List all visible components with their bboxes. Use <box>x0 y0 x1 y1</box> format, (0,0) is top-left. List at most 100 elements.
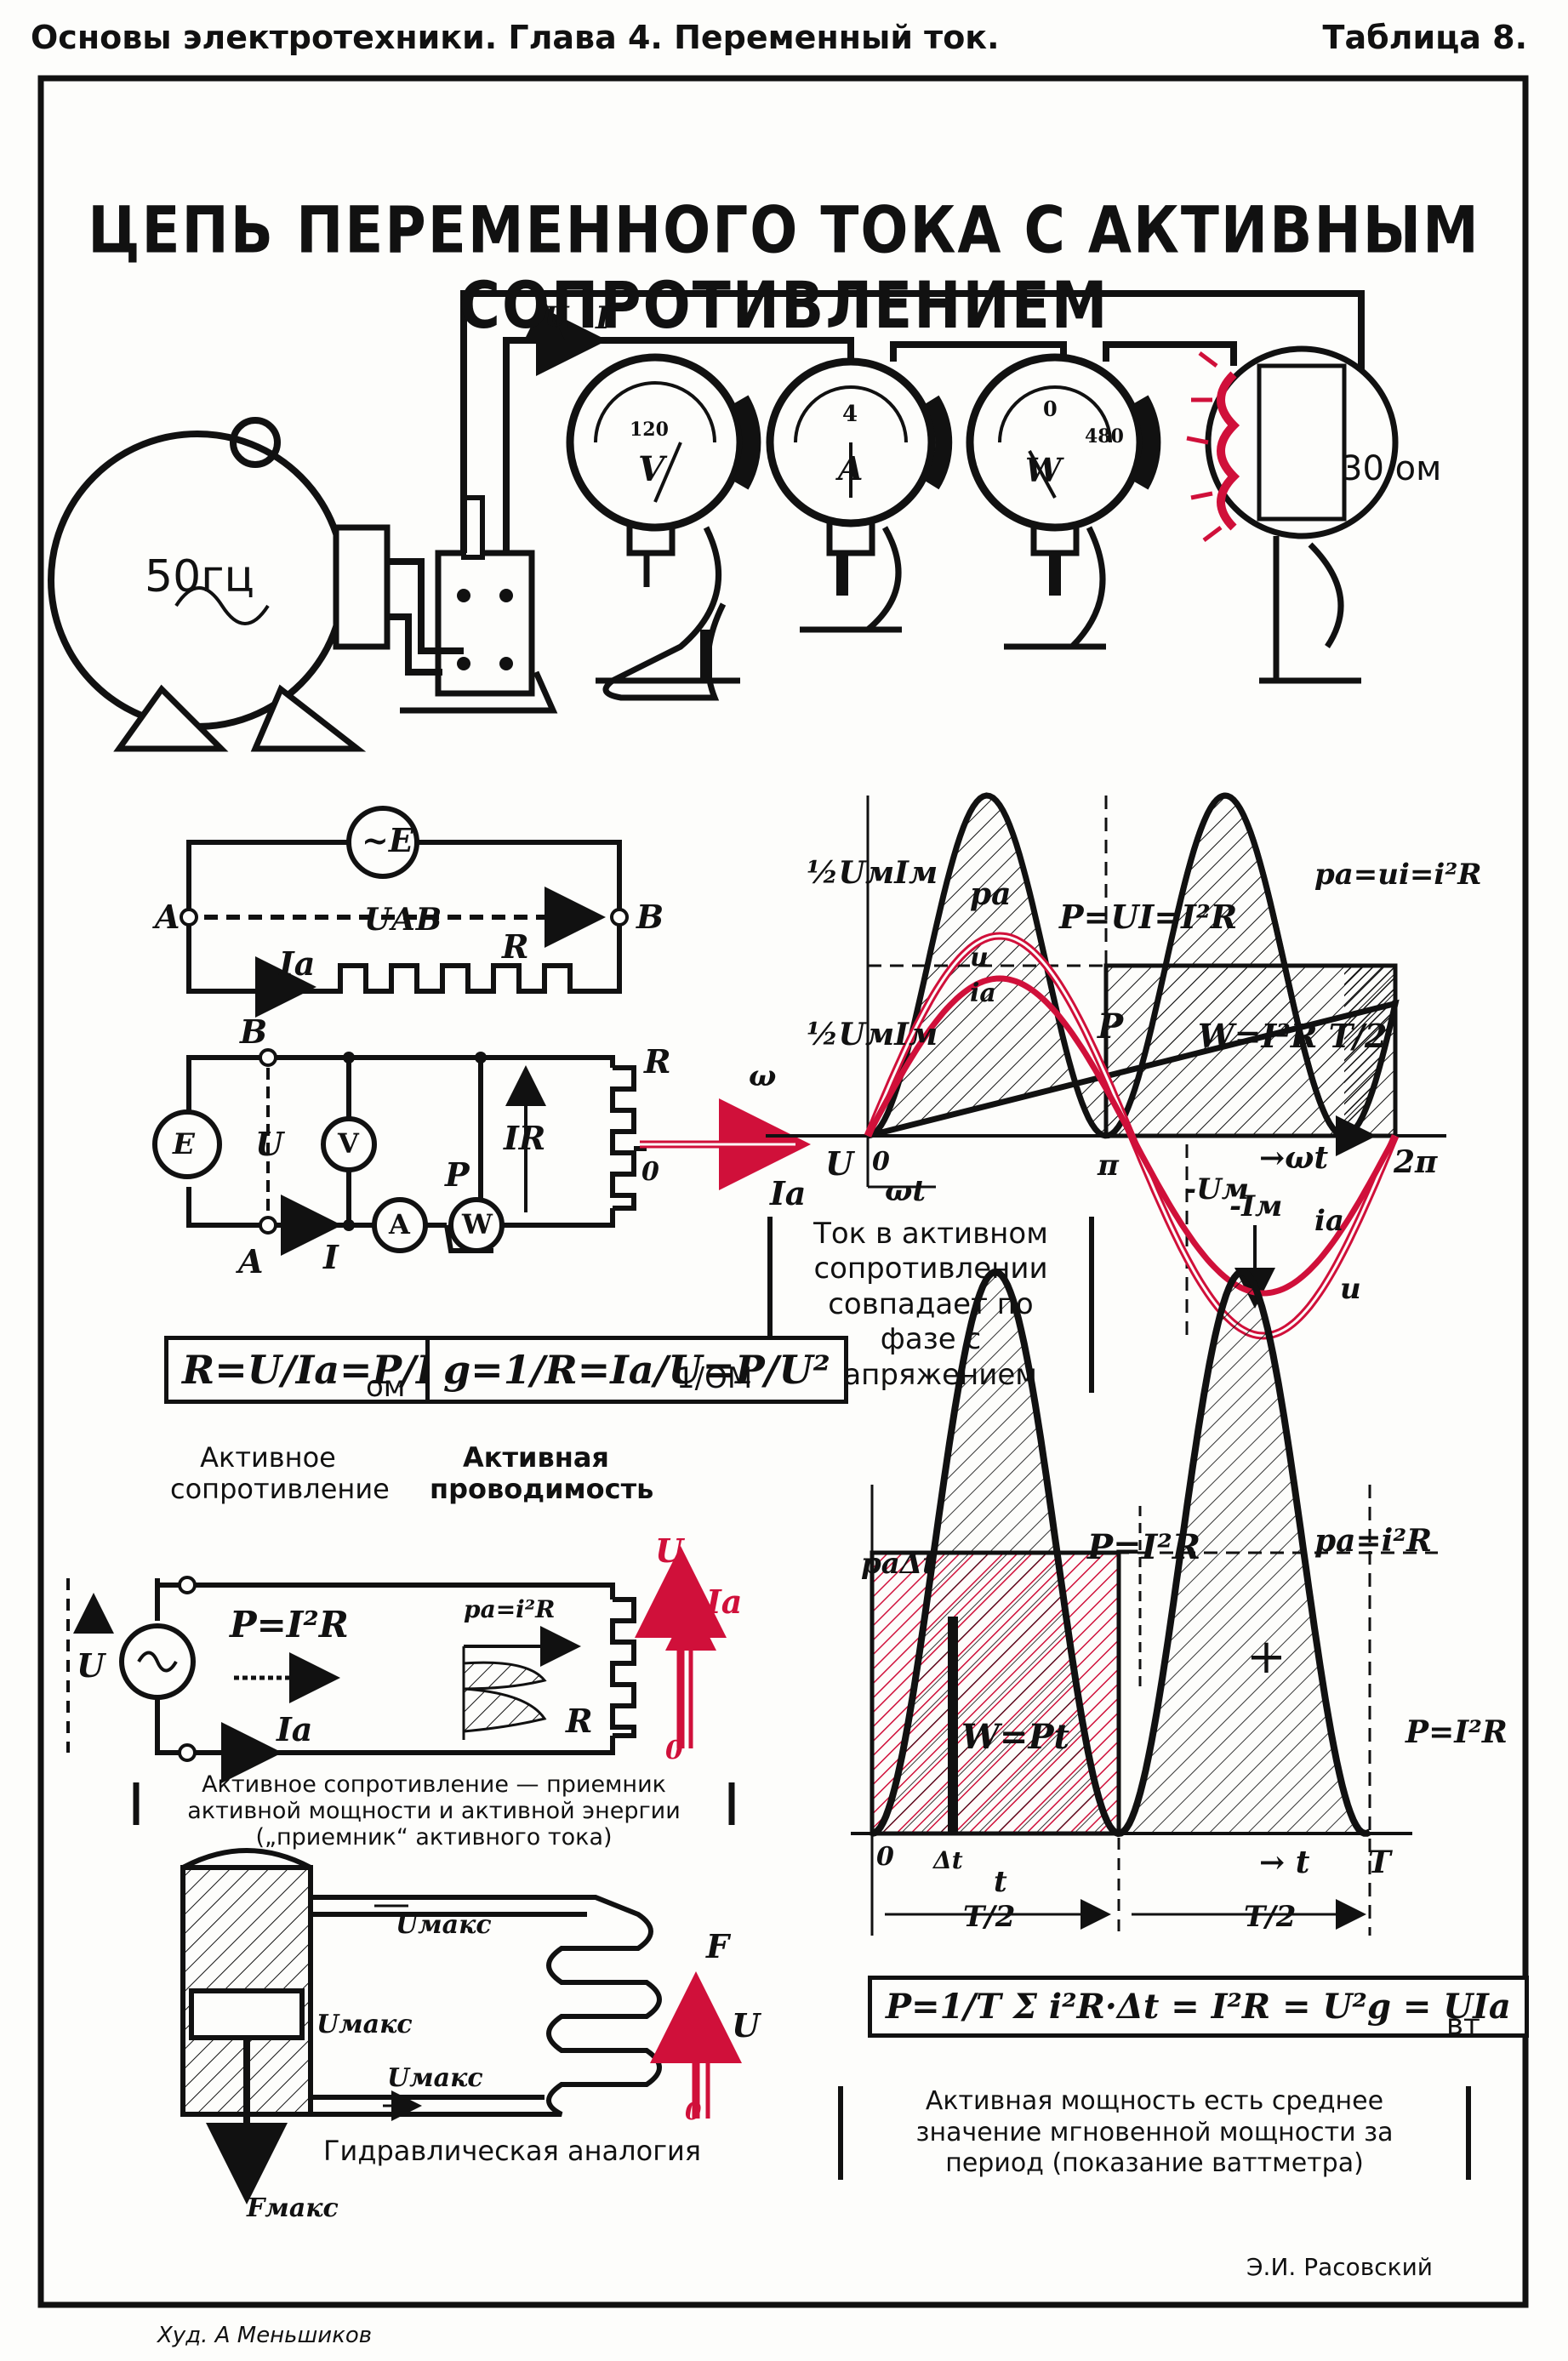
node-bot-v <box>343 1219 355 1231</box>
hydraulic-vmax-3: Uмакс <box>387 2063 483 2093</box>
r2-label: R <box>644 1042 671 1081</box>
current-sine <box>864 975 1399 1297</box>
pi-label: π <box>1098 1149 1119 1183</box>
wattmeter-letter: W <box>1025 451 1062 489</box>
conductance-caption: Активная проводимость <box>430 1441 654 1505</box>
t-small-label: t <box>994 1865 1007 1899</box>
w-pt-label: W=Pt <box>961 1717 1069 1757</box>
page-title: ЦЕПЬ ПЕРЕМЕННОГО ТОКА С АКТИВНЫМ СОПРОТИ… <box>88 192 1480 344</box>
node-a2-label: A <box>238 1242 264 1280</box>
pa-label: pa <box>970 876 1012 912</box>
omega-t-label: ωt <box>885 1174 927 1208</box>
stand-bases <box>596 626 1106 684</box>
ia-label: Ia <box>279 944 316 983</box>
wattmeter <box>966 353 1161 649</box>
omega-label: ω <box>749 1059 777 1093</box>
voltmeter <box>566 353 761 701</box>
power-p-top: P=I²R <box>1087 1527 1201 1567</box>
p-side-label: P <box>1098 1007 1124 1046</box>
power-chart <box>851 1268 1438 1936</box>
resistance-caption: Активное сопротивление <box>170 1441 390 1505</box>
apparatus-drawing <box>48 290 1399 752</box>
u-curve-label: u <box>1340 1272 1361 1306</box>
power-pa-eq: pa=i²R <box>1314 1523 1433 1559</box>
u-vector-label: U <box>655 1531 684 1570</box>
node-b2-label: B <box>240 1012 268 1051</box>
generator-label: 50гц <box>145 551 254 602</box>
u2-label: U <box>255 1125 284 1163</box>
ia-axis-label: Ia <box>770 1174 807 1212</box>
wire-u-label: U <box>545 300 568 333</box>
ia-small-label: ia <box>970 978 996 1008</box>
power-formula-unit: вт <box>1446 2008 1480 2042</box>
hydraulic-origin: 0 <box>685 2097 702 2125</box>
author-credit: Э.И. Расовский <box>1246 2253 1433 2281</box>
vector-origin: 0 <box>665 1736 683 1765</box>
phase-zero-label: 0 <box>872 1147 890 1177</box>
phase-note: Ток в активном сопротивлении совпадает п… <box>767 1217 1094 1394</box>
power-u-label: U <box>77 1646 105 1685</box>
p-equation: P=UI=I²R <box>1059 898 1238 936</box>
i2-label: I <box>323 1238 339 1276</box>
node-b2 <box>259 1048 277 1067</box>
half-um-im-mid: ½UмIм <box>807 1017 938 1052</box>
hydraulic-vmax-2: Uмакс <box>316 2010 413 2039</box>
header-left: Основы электротехники. Глава 4. Переменн… <box>31 19 1000 56</box>
p2-label: P <box>445 1155 470 1194</box>
voltmeter-scale: 120 <box>630 419 669 441</box>
ammeter-letter: A <box>838 449 864 488</box>
ia-curve-label: ia <box>1314 1204 1344 1238</box>
ia-vector-label: Ia <box>706 1583 743 1621</box>
u-small-label: u <box>970 943 989 972</box>
v-meter-label: V <box>338 1127 359 1160</box>
power-node-bottom <box>178 1743 197 1762</box>
power-zero: 0 <box>876 1842 894 1872</box>
power-note: Активное сопротивление — приемник активн… <box>187 1771 681 1851</box>
hydraulic-f-label: F <box>706 1927 729 1965</box>
r-label: R <box>502 927 529 966</box>
plus-sign: + <box>1246 1629 1286 1685</box>
hydraulic-caption: Гидравлическая аналогия <box>323 2135 702 2167</box>
minus-im-label: -Iм <box>1229 1189 1283 1223</box>
node-a-label: A <box>155 898 180 936</box>
power-formula: P=1/T Σ i²R·Δt = I²R = U²g = UIa <box>868 1976 1529 2038</box>
w-equation: W=I²R T/2 <box>1198 1017 1388 1055</box>
node-b-label: B <box>636 898 664 936</box>
pa-dt-label: paΔt <box>861 1547 936 1581</box>
minus-um-label: -Uм <box>1184 1172 1250 1206</box>
wattmeter-scale-1: 480 <box>1085 425 1124 448</box>
conductance-formula: g=1/R=Ia/U=P/U² <box>425 1336 848 1404</box>
ammeter-scale: 4 <box>842 402 858 427</box>
power-p-right: P=I²R <box>1405 1714 1508 1750</box>
resistance-unit: ом <box>366 1370 406 1404</box>
half-t-2: T/2 <box>1244 1900 1297 1934</box>
power-peak-outline <box>1171 792 1345 1139</box>
u-axis-label: U <box>825 1144 854 1183</box>
power-p-equation: P=I²R <box>230 1604 349 1645</box>
node-a <box>180 908 198 927</box>
node-top-r <box>475 1052 487 1064</box>
power-note-bracket <box>133 1782 735 1825</box>
ammeter <box>766 357 953 632</box>
header-right: Таблица 8. <box>1322 19 1527 56</box>
conductance-unit: 1/ОМ <box>676 1361 753 1395</box>
node-a2 <box>259 1216 277 1235</box>
wattmeter-scale-0: 0 <box>1043 396 1058 421</box>
emf-label: ~E <box>362 821 413 859</box>
power-pa-equation: pa=i²R <box>464 1595 556 1623</box>
omega-t-axis: →ωt <box>1259 1140 1329 1176</box>
dt-label: Δt <box>933 1846 963 1874</box>
resistance-formula: R=U/Ia=P/I² <box>164 1336 470 1404</box>
a-meter-label: A <box>389 1208 410 1240</box>
artist-credit: Худ. А Меньшиков <box>157 2323 373 2348</box>
wire-i-label: I <box>596 300 610 336</box>
pa-equation: pa=ui=i²R <box>1314 858 1482 892</box>
zero2-label: 0 <box>641 1157 659 1187</box>
ir-label: IR <box>504 1119 546 1157</box>
generator <box>48 417 391 752</box>
hydraulic-u-label: U <box>732 2006 761 2044</box>
switch <box>400 495 558 714</box>
phase-chart <box>766 792 1446 1340</box>
